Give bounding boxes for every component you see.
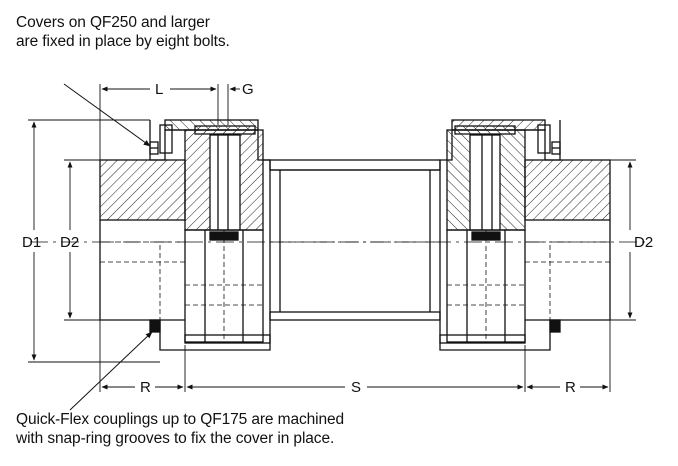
label-d2-right: D2 (634, 234, 653, 251)
l-g-dimension (99, 84, 240, 160)
label-d2-left: D2 (60, 234, 79, 251)
bottom-note-line1: Quick-Flex couplings up to QF175 are mac… (16, 411, 345, 428)
label-g: G (242, 81, 254, 98)
top-note: Covers on QF250 and larger are fixed in … (16, 13, 230, 51)
top-note-line1: Covers on QF250 and larger (16, 14, 210, 31)
label-d1: D1 (22, 234, 41, 251)
left-hub (99, 159, 186, 321)
right-snap-ring-icon (549, 319, 561, 333)
left-flex-element (184, 129, 271, 344)
r-s-r-dimension (99, 320, 611, 392)
bottom-note-line2: with snap-ring grooves to fix the cover … (16, 430, 335, 447)
d2-left-dimension (64, 159, 100, 321)
label-r-left: R (140, 379, 151, 396)
right-flex-element (439, 129, 526, 344)
label-r-right: R (565, 379, 576, 396)
top-note-line2: are fixed in place by eight bolts. (16, 33, 230, 50)
right-hub (524, 159, 611, 321)
label-l: L (155, 81, 163, 98)
label-s: S (351, 379, 361, 396)
d2-right-dimension (610, 159, 636, 321)
bottom-leader-line (69, 331, 153, 411)
left-snap-ring-icon (149, 319, 161, 333)
top-leader-line (63, 83, 151, 147)
spacer-tube (269, 159, 441, 321)
bottom-note: Quick-Flex couplings up to QF175 are mac… (16, 410, 344, 448)
d1-dimension (28, 119, 160, 363)
